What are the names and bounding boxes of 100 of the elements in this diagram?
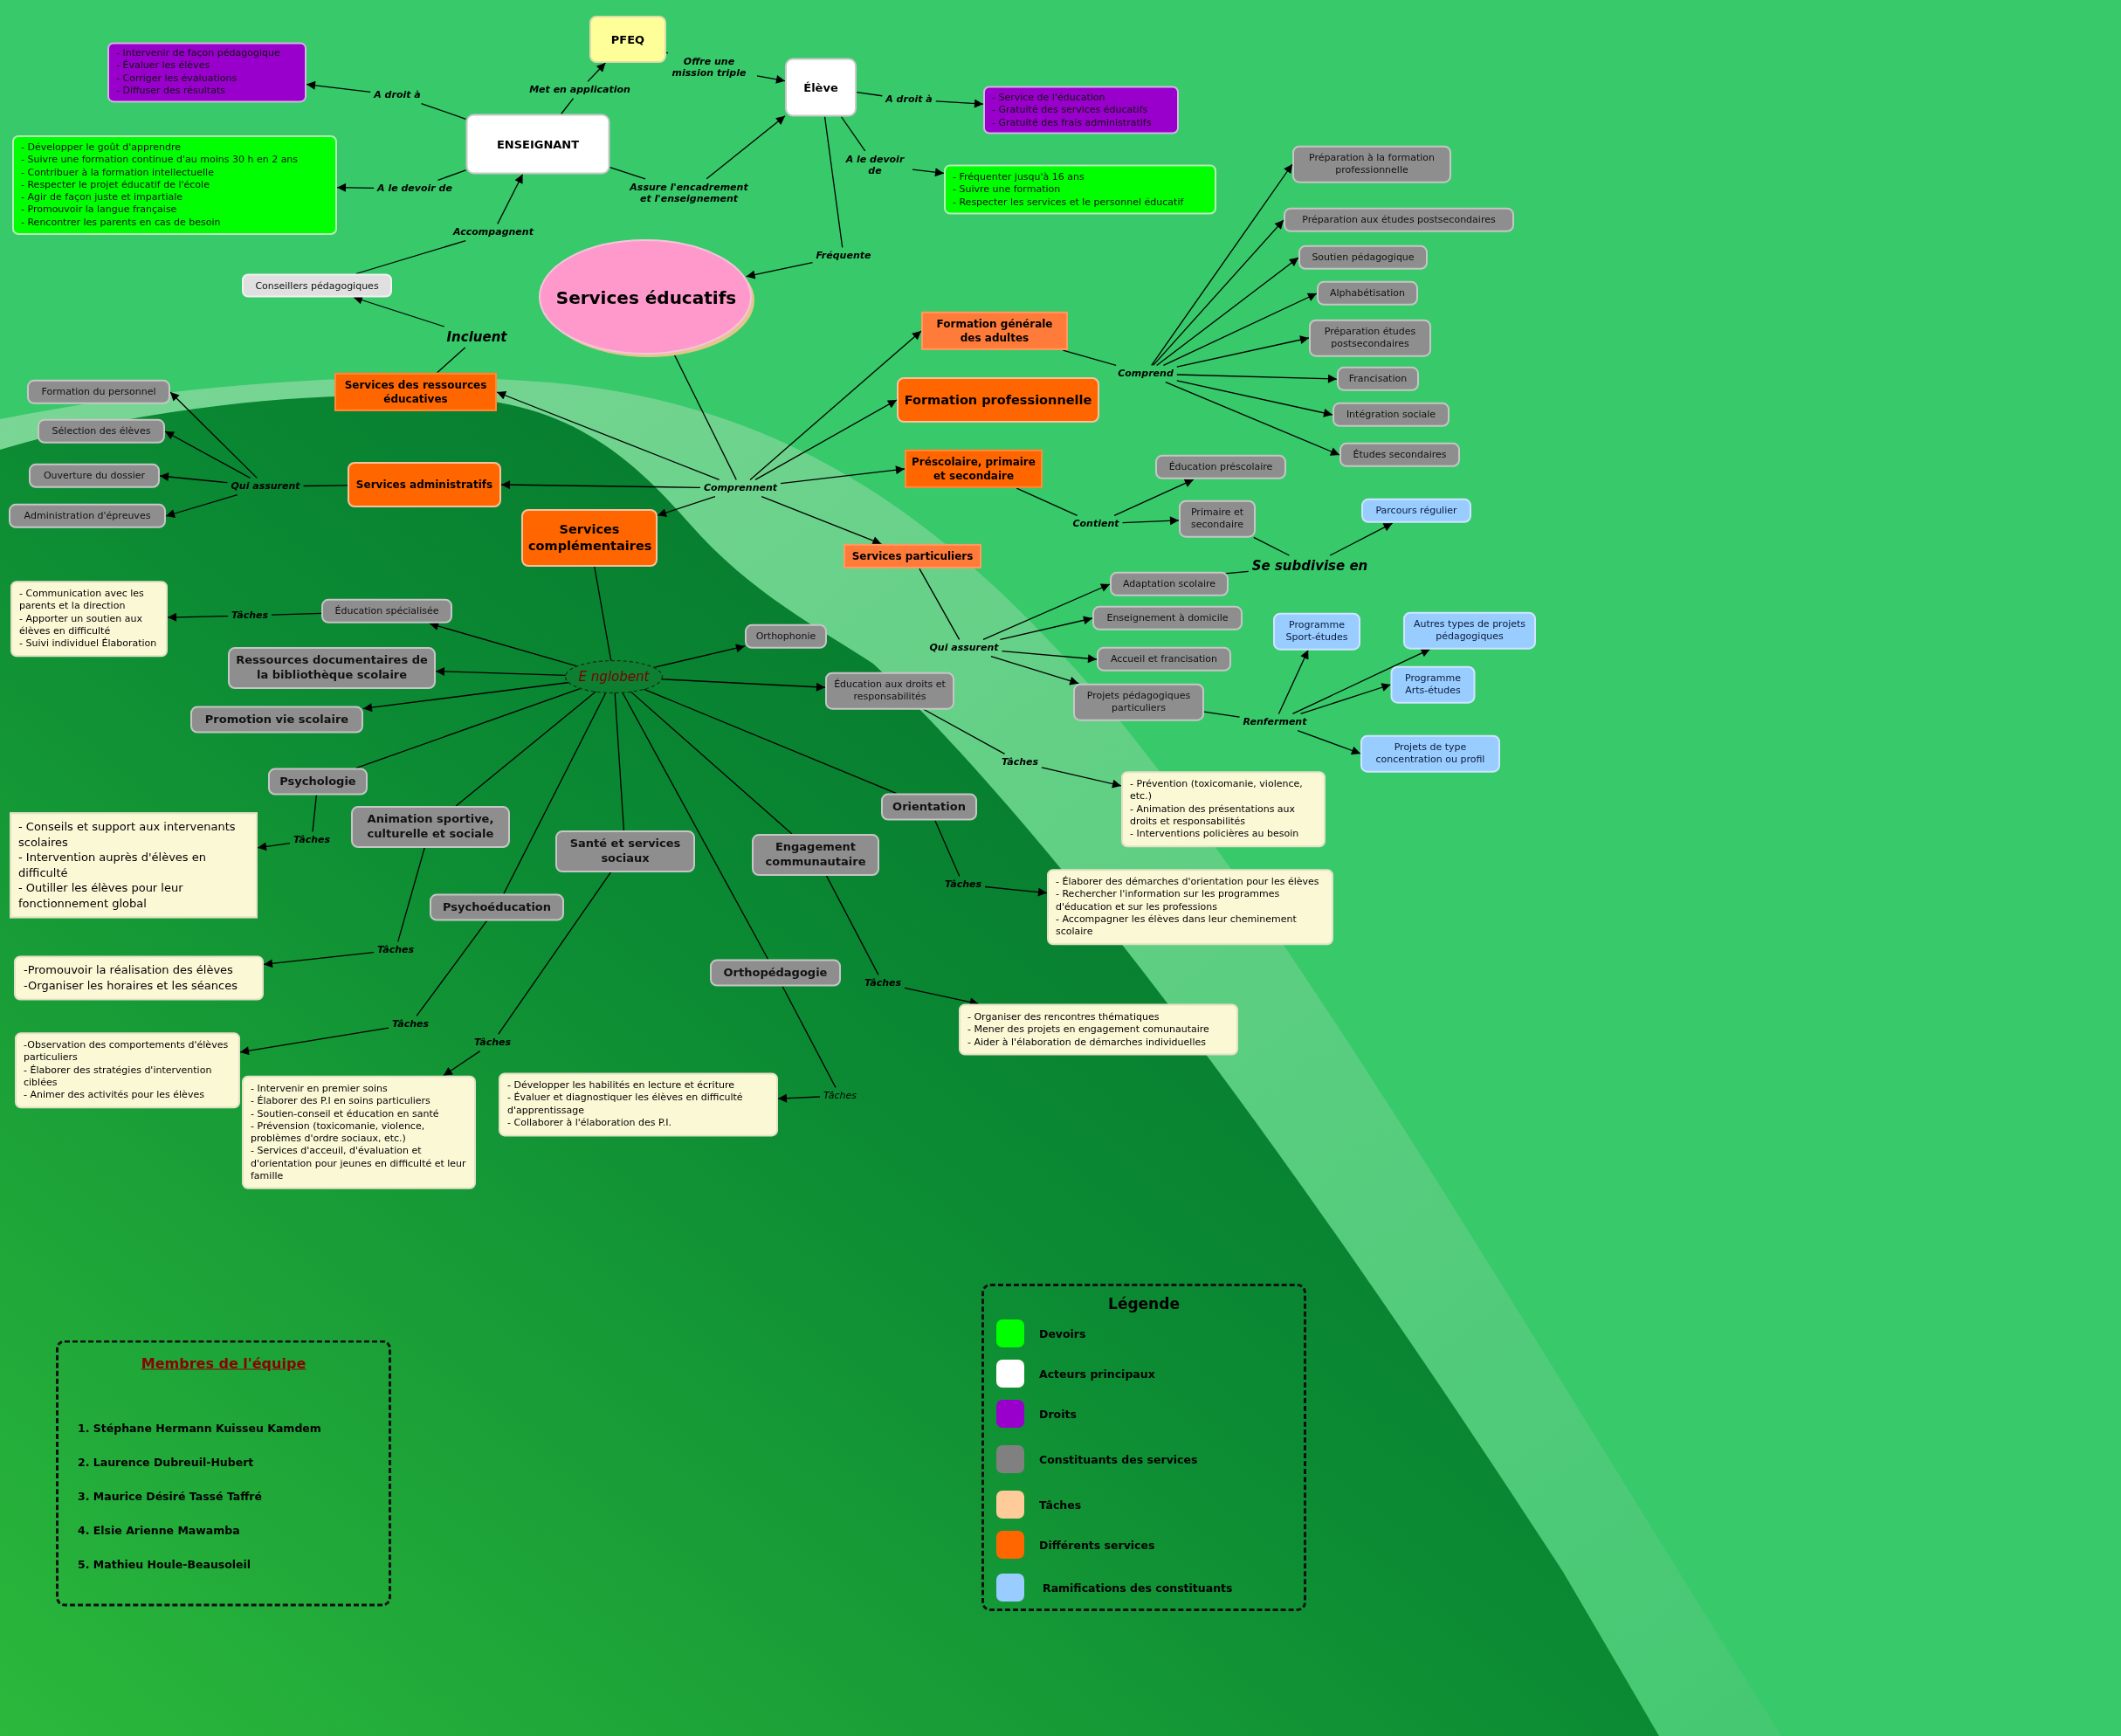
concept-label: Programme Arts-études <box>1404 672 1462 698</box>
component-box <box>710 959 841 987</box>
task-box <box>1047 869 1333 946</box>
connector-line <box>673 354 737 481</box>
arrow <box>1113 479 1195 517</box>
list-item: - Gratuité des services éducatifs <box>992 103 1149 117</box>
connector-line <box>420 102 467 120</box>
arrow <box>306 80 371 93</box>
list-item: - Élaborer des démarches d'orientation pour les élèves <box>1056 876 1320 889</box>
arrow <box>1299 683 1392 715</box>
list-item: - Intervenir de façon pédagogique <box>116 47 281 59</box>
connector-line <box>397 847 425 943</box>
list-item: - Évaluer les élèves <box>116 59 211 72</box>
task-box <box>1121 771 1326 848</box>
task-box <box>10 581 168 658</box>
arrow <box>652 644 746 669</box>
component-box <box>242 273 392 298</box>
component-box <box>9 503 166 529</box>
concept-label: Autres types de projets pédagogiques <box>1413 617 1526 644</box>
list-item: - Rechercher l'information sur les programmes d'éducation et sur les professions <box>1056 888 1281 914</box>
concept-label: Éducation préscolaire <box>1167 460 1274 474</box>
arrow <box>1277 649 1309 715</box>
linking-phrase: Comprend <box>1114 365 1177 382</box>
arrow <box>777 1093 821 1103</box>
list-item: - Suivi individuel Élaboration <box>19 637 158 651</box>
arrow <box>159 472 229 484</box>
task-box <box>959 1003 1238 1056</box>
linking-phrase: Renferment <box>1239 713 1311 731</box>
branch-box <box>1403 611 1536 650</box>
connector-line <box>1016 487 1078 517</box>
branch-box <box>1360 734 1500 773</box>
connector-line <box>923 708 1006 755</box>
concept-label: Primaire et secondaire <box>1189 506 1245 532</box>
rights-box <box>983 86 1179 134</box>
concept-label: Préscolaire, primaire et secondaire <box>912 454 1036 484</box>
component-box <box>1292 145 1451 183</box>
linking-phrase: Contient <box>1069 515 1123 533</box>
list-item: - Soutien-conseil et éducation en santé <box>251 1107 440 1120</box>
linking-phrase: Tâches <box>290 831 334 849</box>
concept-label: Programme Sport-études <box>1284 618 1349 644</box>
concept-label: Administration d'épreuves <box>23 509 152 523</box>
linking-phrase: Tâches <box>389 1016 432 1033</box>
member-name: 4. Elsie Arienne Mawamba <box>78 1524 241 1537</box>
component-box <box>825 672 954 710</box>
concept-label: Adaptation scolaire <box>1121 577 1217 591</box>
concept-label: Services éducatifs <box>555 287 737 308</box>
arrow <box>1152 219 1284 367</box>
legend-label: Différents services <box>1039 1538 1155 1552</box>
linking-phrase: Accompagnent <box>450 224 537 241</box>
concept-label: Préparation études postsecondaires <box>1323 325 1417 351</box>
concept-label: Orthopédagogie <box>722 965 829 981</box>
concept-label: Ouverture du dossier <box>42 469 147 483</box>
linking-phrase: A droit à <box>882 91 936 108</box>
connector-line <box>561 97 575 115</box>
concept-label: Préparation à la formation professionnelle <box>1308 151 1436 177</box>
concept-label: Éducation spécialisée <box>334 604 440 618</box>
arrow <box>1041 767 1122 789</box>
arrow <box>336 183 375 192</box>
member-name: 1. Stéphane Hermann Kuisseu Kamdem <box>78 1422 322 1435</box>
linking-phrase: Tâches <box>941 876 985 893</box>
arrow <box>754 399 898 481</box>
rights-box <box>107 42 306 103</box>
arrow <box>745 261 814 279</box>
linking-phrase: Tâches <box>374 941 417 959</box>
list-item: - Prévension (toxicomanie, violence, problèmes d'ordre sociaux, etc.) <box>251 1119 426 1146</box>
arrow <box>780 465 906 485</box>
arrow <box>749 330 922 481</box>
list-item: - Intervenir en premier soins <box>251 1082 389 1095</box>
connector-line <box>271 612 322 616</box>
service-box <box>921 311 1068 351</box>
connector-line <box>825 875 879 976</box>
list-item: - Élaborer des P.I en soins particuliers <box>251 1095 431 1108</box>
list-item: - Collaborer à l'élaboration des P.I. <box>507 1117 673 1130</box>
arrow <box>1329 522 1394 556</box>
list-item: - Communication avec les parents et la direction <box>19 588 145 613</box>
arrow <box>1165 381 1340 456</box>
linking-phrase: Comprennent <box>699 479 782 497</box>
linking-phrase: Tâches <box>998 754 1042 771</box>
legend-label: Ramifications des constituants <box>1043 1581 1233 1595</box>
legend-label: Droits <box>1039 1407 1077 1421</box>
connector-line <box>840 115 866 152</box>
arrow <box>169 391 258 479</box>
component-box <box>1333 402 1450 428</box>
concept-label: Projets de type concentration ou profil <box>1374 741 1486 767</box>
arrow <box>497 173 524 225</box>
arrow <box>984 885 1048 897</box>
concept-label: Orthophonie <box>754 630 817 644</box>
component-box <box>268 768 368 796</box>
arrow <box>239 1027 389 1056</box>
service-box <box>334 372 497 412</box>
task-box <box>499 1072 778 1137</box>
concept-label: Intégration sociale <box>1345 408 1437 422</box>
connector-line <box>355 239 466 275</box>
arrow <box>912 168 945 177</box>
arrow <box>500 480 701 490</box>
list-item: - Respecter le projet éducatif de l'école <box>21 178 210 192</box>
arrow <box>362 681 570 713</box>
connector-line <box>614 692 625 831</box>
arrow <box>1176 335 1310 368</box>
list-item: - Élaborer des stratégies d'intervention ciblées <box>24 1064 213 1090</box>
